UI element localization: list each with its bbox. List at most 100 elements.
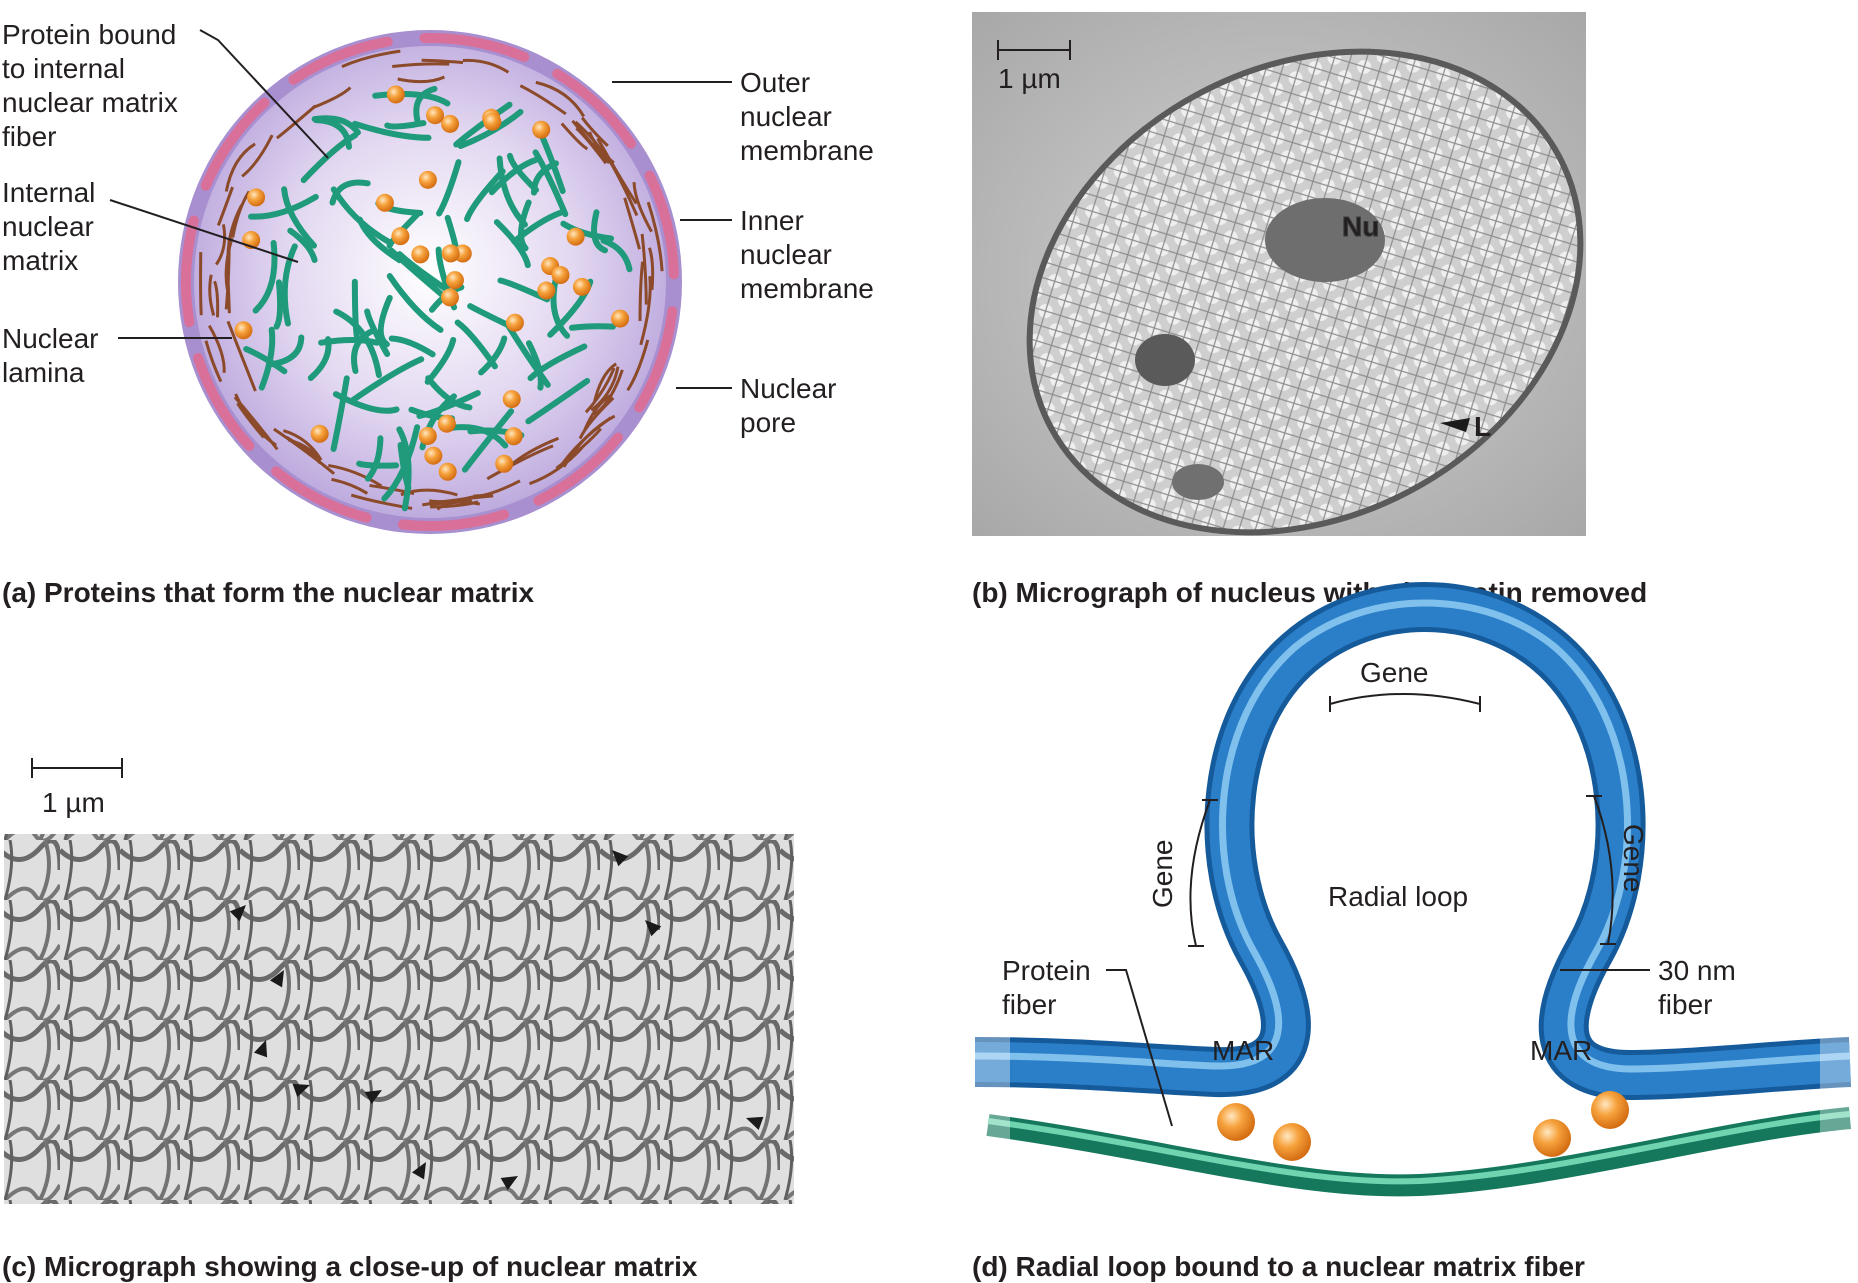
lamina-fiber <box>275 104 317 140</box>
lamina-fiber <box>214 224 227 266</box>
nucleolus-main <box>1265 198 1385 282</box>
leader-protein-bound <box>199 29 329 159</box>
lamina-segment <box>200 97 270 191</box>
matrix-protein <box>441 114 460 133</box>
lamina-fiber <box>226 320 257 392</box>
lamina-fiber <box>282 429 323 461</box>
matrix-fiber <box>377 294 393 348</box>
matrix-fiber <box>252 239 278 314</box>
matrix-protein <box>504 427 523 446</box>
lamina-fiber <box>199 252 203 316</box>
arrowhead <box>253 1040 268 1058</box>
lamina-segments <box>181 33 679 531</box>
label-gene-top: Gene <box>1360 657 1429 688</box>
matrix-protein <box>441 244 460 263</box>
mar-protein-1 <box>1217 1103 1255 1141</box>
label-protein-fiber: Protein fiber <box>1002 955 1099 1020</box>
lamina-fiber <box>216 186 234 227</box>
matrix-fiber <box>386 273 444 333</box>
matrix-fiber <box>478 335 508 376</box>
lamina-fiber <box>626 339 650 392</box>
matrix-protein <box>375 193 394 212</box>
panel-b: Nu L 1 µm (b) Micrograph of nucleus with… <box>972 12 1647 608</box>
lamina-fiber <box>421 58 464 65</box>
matrix-fiber <box>281 243 298 327</box>
label-mar-left: MAR <box>1212 1035 1274 1066</box>
matrix-protein <box>495 454 514 473</box>
label-mar-right: MAR <box>1530 1035 1592 1066</box>
lamina-fiber <box>213 280 220 318</box>
lamina-fiber <box>430 500 479 509</box>
matrix-fiber <box>425 375 473 411</box>
lamina-fiber <box>640 233 648 305</box>
matrix-protein <box>391 227 410 246</box>
matrix-protein <box>502 390 521 409</box>
label-inner-membrane: Inner nuclear membrane <box>740 205 874 304</box>
matrix-fiber <box>287 227 318 264</box>
lamina-fiber <box>473 479 521 498</box>
micrograph-c-tint <box>4 834 794 1204</box>
lamina-fiber <box>273 427 336 475</box>
lamina-segment <box>271 466 372 523</box>
arrowhead <box>612 850 629 867</box>
matrix-fiber <box>488 156 539 196</box>
label-30nm-fiber: 30 nm fiber <box>1658 955 1744 1020</box>
caption-b: (b) Micrograph of nucleus with chromatin… <box>972 577 1647 608</box>
matrix-fiber <box>300 132 359 184</box>
matrix-fiber <box>364 308 391 358</box>
lamina-fiber <box>208 274 216 316</box>
label-gene-right: Gene <box>1618 824 1649 893</box>
matrix-fiber <box>518 199 532 252</box>
lamina-fiber <box>241 134 274 178</box>
caption-d: (d) Radial loop bound to a nuclear matri… <box>972 1251 1585 1282</box>
matrix-fiber <box>436 159 462 217</box>
matrix-protein <box>437 414 456 433</box>
lamina-fiber <box>392 62 450 69</box>
lamina-fiber <box>422 494 494 507</box>
micrograph-c <box>4 834 794 1204</box>
caption-c: (c) Micrograph showing a close-up of nuc… <box>2 1251 698 1282</box>
lamina-fiber <box>603 151 639 217</box>
matrix-fiber <box>258 326 276 391</box>
lamina-fiber <box>236 402 265 439</box>
matrix-fiber <box>527 343 588 382</box>
lamina-fiber <box>639 276 652 346</box>
arrowhead <box>229 905 246 922</box>
lamina-fiber <box>328 463 383 488</box>
lamina-fiber <box>646 201 664 272</box>
matrix-fiber <box>453 101 513 148</box>
lamina-fiber <box>224 142 256 192</box>
matrix-fiber <box>416 390 481 419</box>
matrix-protein <box>445 271 464 290</box>
lamina-segment <box>419 33 530 62</box>
lamina-segment <box>533 432 623 506</box>
scale-label-c: 1 µm <box>42 787 105 818</box>
panel-d: Gene Gene Gene Radial loop Protein fiber… <box>970 582 1858 1282</box>
lamina-segment <box>288 36 393 85</box>
chromatin-loop-highlight <box>974 599 1851 1073</box>
lamina-fiber <box>462 58 510 74</box>
matrix-fiber <box>351 328 374 374</box>
lamina-fiber <box>638 261 645 321</box>
matrix-fiber <box>550 273 571 339</box>
label-lamina: Nuclear lamina <box>2 323 106 388</box>
lamina-fiber <box>593 362 618 402</box>
arrowhead <box>645 920 662 937</box>
matrix-fiber <box>351 278 360 339</box>
mar-protein-2 <box>1273 1123 1311 1161</box>
matrix-fiber <box>273 279 284 330</box>
matrix-fiber <box>364 435 384 482</box>
matrix-protein <box>440 288 459 307</box>
lamina-fiber <box>578 396 615 440</box>
matrix-fiber <box>329 179 371 206</box>
matrix-fiber <box>243 346 288 375</box>
label-radial-loop: Radial loop <box>1328 881 1468 912</box>
leader-internal-matrix <box>109 199 299 263</box>
lamina-fiber <box>590 366 620 412</box>
matrix-fiber <box>461 408 515 473</box>
matrix-fiber <box>384 120 427 130</box>
label-pore: Nuclear pore <box>740 373 844 438</box>
lamina-fiber <box>555 427 602 470</box>
lamina-segment <box>634 306 678 413</box>
label-l: L <box>1474 411 1491 442</box>
